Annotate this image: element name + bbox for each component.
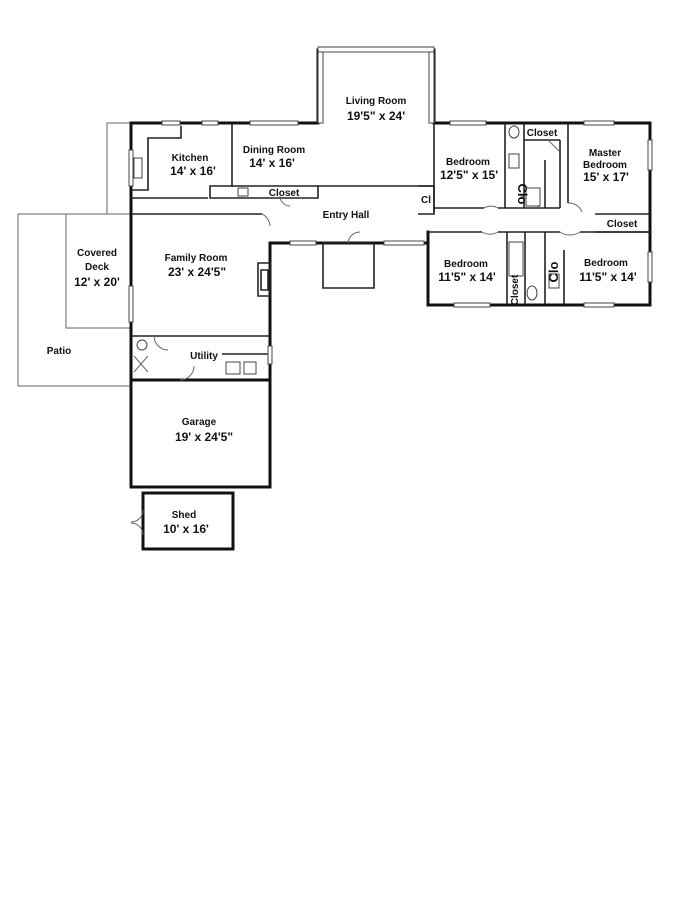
living-room-name: Living Room	[346, 96, 407, 107]
kitchen-closet-name: Closet	[269, 188, 300, 199]
fixtures	[133, 125, 560, 375]
bedroom-1-dims: 12'5" x 15'	[440, 168, 498, 182]
living-room-dims: 19'5" x 24'	[347, 109, 405, 123]
bedroom-2-name: Bedroom	[444, 259, 488, 270]
family-room-dims: 23' x 24'5"	[168, 265, 226, 279]
entry-hall-name: Entry Hall	[323, 210, 370, 221]
master-bedroom-name-line2: Bedroom	[583, 160, 627, 171]
cl-closet-name: Cl	[421, 195, 431, 206]
bedroom-3-dims: 11'5" x 14'	[579, 270, 637, 284]
covered-deck-name-line2: Deck	[85, 262, 109, 273]
clo-2-name: Clo	[546, 261, 561, 282]
bedroom-2-dims: 11'5" x 14'	[438, 270, 496, 284]
patio-name: Patio	[47, 346, 71, 357]
shed-dims: 10' x 16'	[163, 522, 209, 536]
kitchen-dims: 14' x 16'	[170, 164, 216, 178]
bedroom-1-name: Bedroom	[446, 157, 490, 168]
utility-name: Utility	[190, 351, 218, 362]
top-closet-name: Closet	[527, 128, 558, 139]
covered-deck-dims: 12' x 20'	[74, 275, 120, 289]
family-room-name: Family Room	[165, 253, 228, 264]
windows	[128, 46, 653, 365]
kitchen-name: Kitchen	[172, 153, 209, 164]
dining-room-name: Dining Room	[243, 145, 305, 156]
bedroom-3-name: Bedroom	[584, 258, 628, 269]
garage-dims: 19' x 24'5"	[175, 430, 233, 444]
covered-deck-name-line1: Covered	[77, 248, 117, 259]
garage-name: Garage	[182, 417, 217, 428]
shed-name: Shed	[172, 510, 196, 521]
partitions	[131, 123, 650, 355]
clo-1-name: Clo	[515, 184, 530, 205]
room-labels: Living Room 19'5" x 24' Kitchen 14' x 16…	[47, 96, 638, 536]
doors	[130, 139, 583, 536]
master-closet-name: Closet	[607, 219, 638, 230]
dining-room-dims: 14' x 16'	[249, 156, 295, 170]
vertical-closet-name: Closet	[510, 274, 521, 305]
master-bedroom-dims: 15' x 17'	[583, 170, 629, 184]
master-bedroom-name-line1: Master	[589, 148, 621, 159]
